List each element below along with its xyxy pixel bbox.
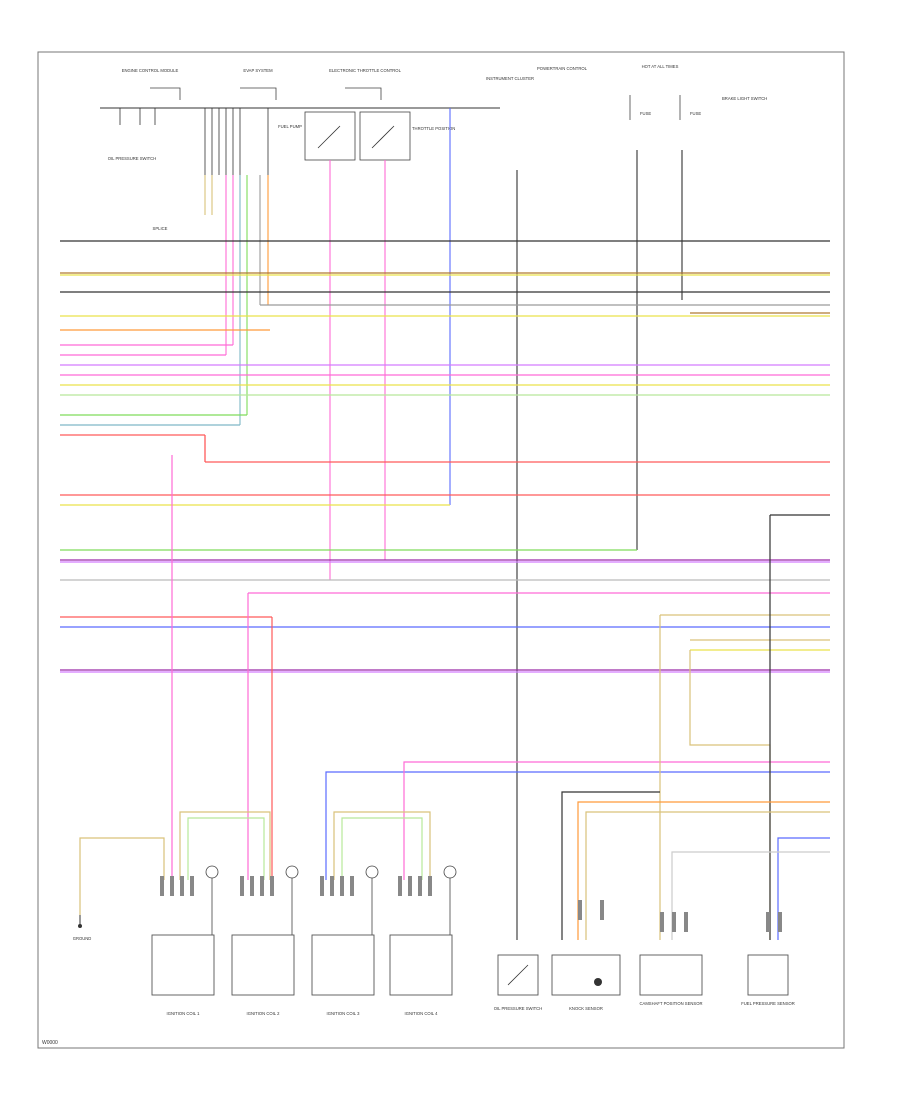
- sub-label-brake-light: BRAKE LIGHT SWITCH: [722, 96, 767, 101]
- splice-label: SPLICE: [153, 226, 168, 231]
- switch-contact: [371, 125, 395, 149]
- header-label-evap: EVAP SYSTEM: [243, 68, 273, 73]
- sub-label-fuel-pump: FUEL PUMP: [278, 124, 302, 129]
- connector-bracket: [150, 87, 181, 100]
- oil-switch-contact: [507, 964, 529, 986]
- header-label-ecm: ENGINE CONTROL MODULE: [122, 68, 179, 73]
- sub-label-oil-pressure: OIL PRESSURE SWITCH: [108, 156, 156, 161]
- component-label-coil-1: IGNITION COIL 1: [167, 1011, 201, 1016]
- connector-bracket: [345, 87, 382, 100]
- fuse-label-2: FUSE: [690, 111, 701, 116]
- throttle-relay-box: [359, 111, 411, 161]
- fuse-label-1: FUSE: [640, 111, 651, 116]
- switch-contact: [317, 125, 341, 149]
- component-label-knock-sensor: KNOCK SENSOR: [569, 1006, 603, 1011]
- header-label-hot: HOT AT ALL TIMES: [642, 64, 679, 69]
- header-label-throttle: ELECTRONIC THROTTLE CONTROL: [329, 68, 401, 73]
- ground-icon: [78, 924, 82, 928]
- top-vertical-wires: [204, 108, 683, 940]
- header-label-powertrain: POWERTRAIN CONTROL: [537, 66, 588, 71]
- spark-plugs: [205, 865, 457, 935]
- header-label-instrument: INSTRUMENT CLUSTER: [486, 76, 534, 81]
- connector-bracket: [240, 87, 277, 100]
- sub-label-throttle-position: THROTTLE POSITION: [412, 126, 455, 131]
- bus-drops: [119, 108, 269, 175]
- diagram-frame: [37, 51, 845, 1049]
- knock-sensor-element: [594, 978, 602, 986]
- connector-pins: [160, 876, 782, 932]
- component-label-camshaft: CAMSHAFT POSITION SENSOR: [640, 1001, 703, 1006]
- ground-label: GROUND: [73, 936, 92, 941]
- component-label-coil-2: IGNITION COIL 2: [247, 1011, 281, 1016]
- component-label-fuel-pressure: FUEL PRESSURE SENSOR: [741, 1001, 795, 1006]
- component-label-coil-3: IGNITION COIL 3: [327, 1011, 361, 1016]
- ignition-coil-boxes: [151, 934, 789, 996]
- component-label-oil-switch: OIL PRESSURE SWITCH: [494, 1006, 542, 1011]
- horizontal-bus-wires: [60, 240, 830, 673]
- component-label-coil-4: IGNITION COIL 4: [405, 1011, 439, 1016]
- coil-feed-wires: [79, 455, 830, 940]
- footer-code: W0000: [42, 1040, 58, 1046]
